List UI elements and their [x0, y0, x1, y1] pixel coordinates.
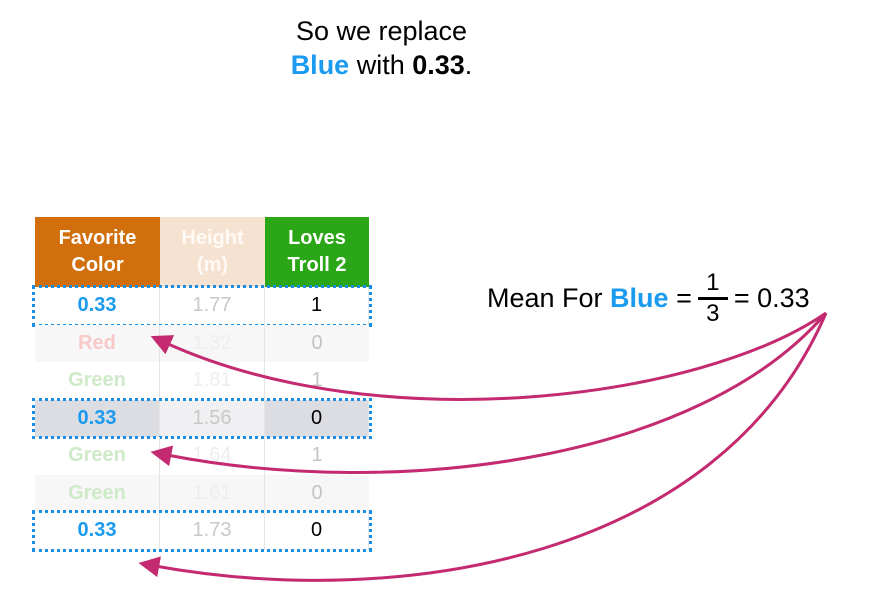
cell-height: 1.56 [160, 399, 265, 437]
cell-height: 1.32 [160, 324, 265, 362]
cell-height: 1.77 [160, 287, 265, 325]
cell-loves-troll2: 0 [311, 481, 323, 504]
table-row: Red 1.32 0 [35, 324, 369, 362]
cell-loves-troll2: 1 [265, 287, 369, 325]
mean-formula: Mean For Blue = 1 3 = 0.33 [487, 268, 810, 328]
formula-blue-word: Blue [610, 282, 669, 313]
cell-favorite-color: 0.33 [35, 399, 160, 437]
header-line: Troll 2 [287, 254, 347, 276]
table-row: Green 1.81 1 [35, 362, 369, 400]
arrow-to-red-row [150, 311, 827, 401]
cell-favorite-color: Green [35, 362, 160, 400]
fraction-numerator: 1 [706, 268, 720, 296]
arrow-to-green-row [150, 312, 828, 474]
cell-loves-troll2: 0 [265, 399, 369, 437]
cell-loves-troll2: 0 [265, 512, 369, 550]
formula-equals: = [668, 282, 692, 313]
cell-favorite-color: 0.33 [35, 512, 160, 550]
formula-prefix: Mean For [487, 282, 611, 313]
header-line: Loves [288, 227, 346, 249]
table-row: 0.33 1.56 0 [32, 397, 372, 439]
formula-result: = 0.33 [733, 282, 810, 313]
fraction-denominator: 3 [706, 299, 720, 327]
cell-loves-troll2: 1 [311, 444, 323, 467]
fraction: 1 3 [697, 268, 728, 327]
title-value: 0.33 [412, 50, 465, 80]
cell-height: 1.61 [160, 474, 265, 512]
cell-height: 1.81 [160, 362, 265, 400]
title-line-1: So we replace [295, 16, 468, 46]
title-period: . [464, 50, 473, 80]
title-blue-word: Blue [290, 50, 350, 80]
title-line-2: Blue with 0.33. [0, 48, 763, 82]
fraction-bar [697, 296, 728, 300]
slide-title: So we replace Blue with 0.33. [0, 14, 763, 82]
cell-loves-troll2: 0 [311, 331, 323, 354]
cell-loves-troll2: 1 [311, 369, 323, 392]
header-line: Favorite [58, 227, 137, 249]
table-row: Green 1.61 0 [35, 474, 369, 512]
header-line: Height [181, 227, 244, 249]
header-line: Color [71, 254, 124, 276]
header-line: (m) [196, 254, 229, 276]
cell-height: 1.73 [160, 512, 265, 550]
arrow-to-below-table [138, 312, 828, 582]
cell-favorite-color: 0.33 [35, 287, 160, 325]
header-height: Height (m) [160, 217, 265, 287]
cell-favorite-color: Green [35, 474, 160, 512]
title-with: with [349, 50, 413, 80]
